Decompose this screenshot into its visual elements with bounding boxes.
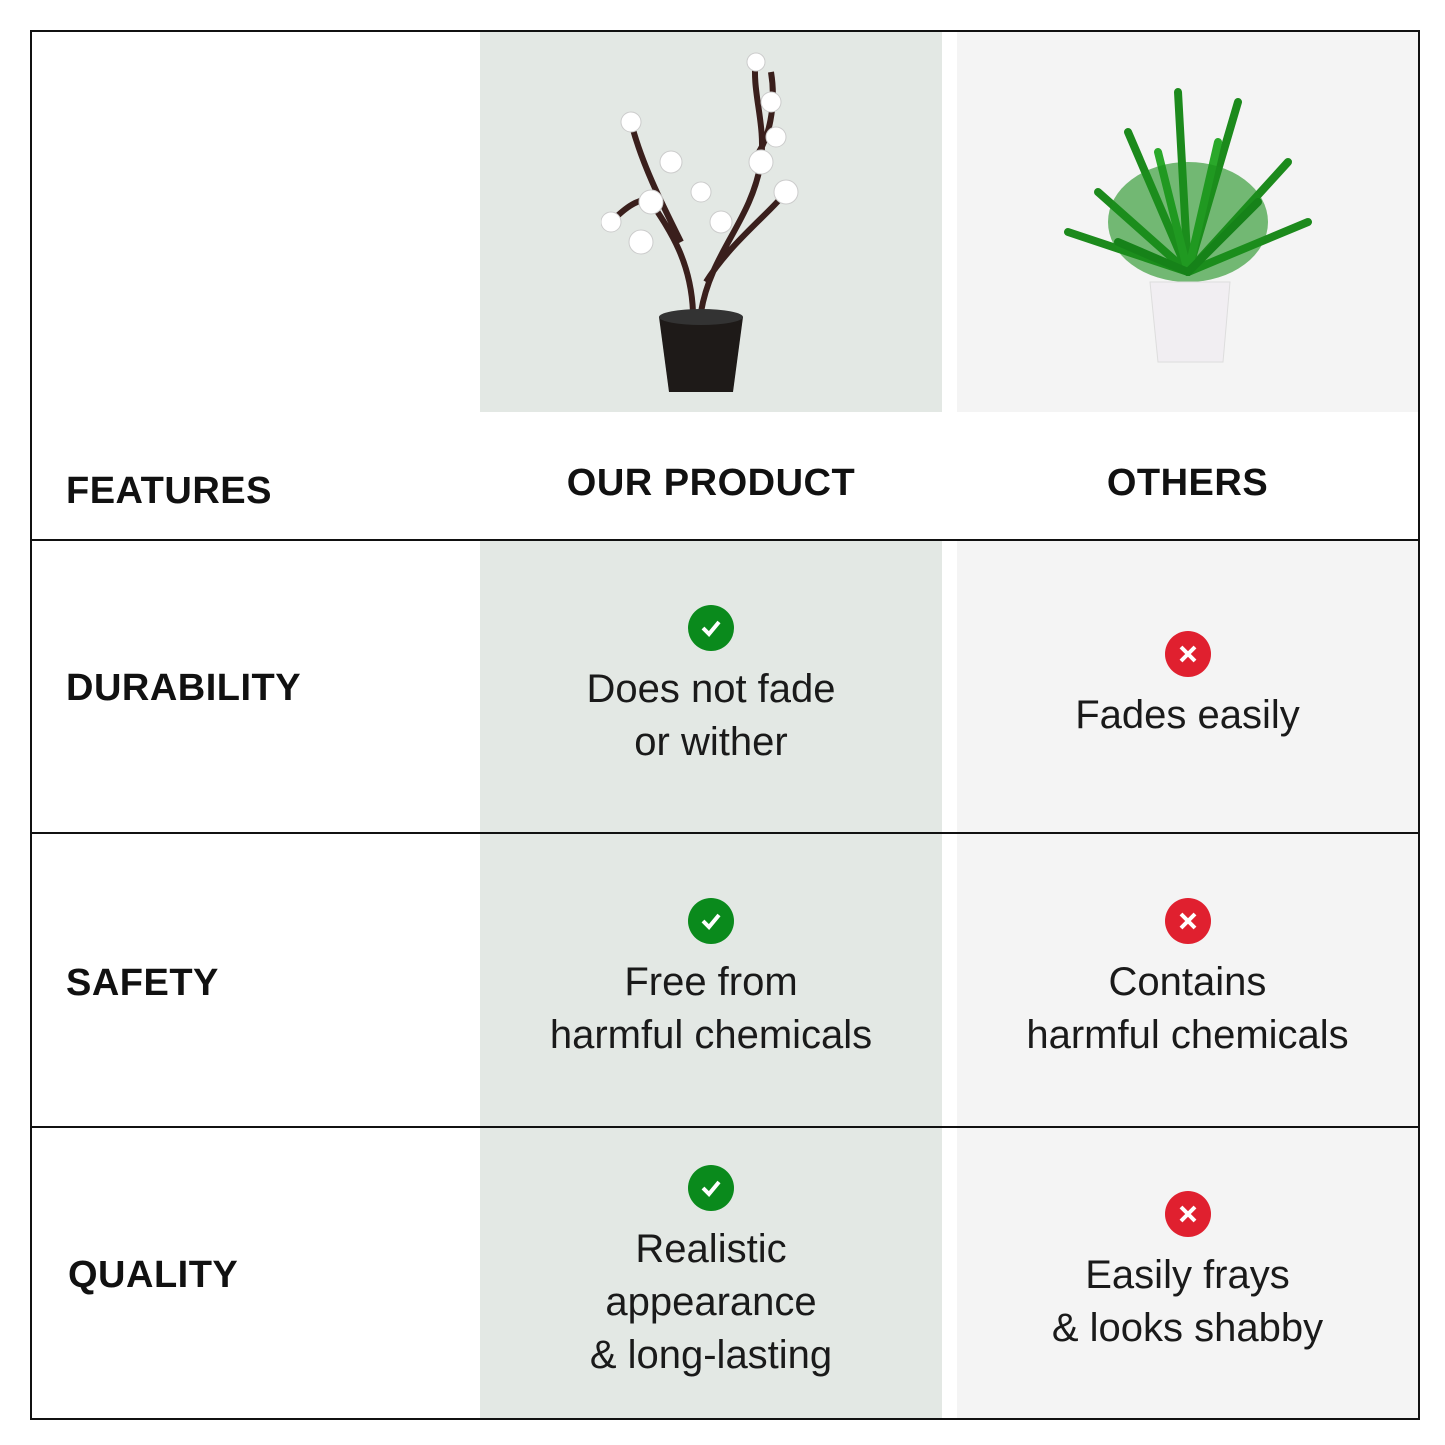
cross-icon xyxy=(1164,898,1211,944)
check-icon xyxy=(688,1164,734,1211)
others-safety-text: Contains harmful chemicals xyxy=(1026,960,1349,1057)
cross-icon xyxy=(1164,1191,1211,1237)
our-quality-cell: Realistic appearance & long-lasting xyxy=(480,1128,942,1418)
others-quality-text: Easily frays & looks shabby xyxy=(1051,1253,1324,1350)
blossom-plant-image xyxy=(480,32,942,412)
feature-durability: DURABILITY xyxy=(66,667,302,709)
our-product-heading: OUR PRODUCT xyxy=(566,462,856,504)
feature-safety: SAFETY xyxy=(66,962,219,1004)
others-safety-cell: Contains harmful chemicals xyxy=(957,834,1418,1126)
our-durability-cell: Does not fade or wither xyxy=(480,541,942,832)
feature-quality: QUALITY xyxy=(68,1254,239,1296)
our-quality-text: Realistic appearance & long-lasting xyxy=(589,1226,833,1377)
row-divider xyxy=(32,1126,1418,1128)
check-icon xyxy=(688,604,734,651)
row-divider xyxy=(32,832,1418,834)
others-quality-cell: Easily frays & looks shabby xyxy=(957,1128,1418,1418)
check-icon xyxy=(688,898,734,944)
our-safety-text: Free from harmful chemicals xyxy=(549,960,873,1057)
green-plant-image xyxy=(957,32,1418,412)
others-durability-text: Fades easily xyxy=(1075,693,1300,737)
others-durability-cell: Fades easily xyxy=(957,541,1418,832)
cross-icon xyxy=(1164,631,1211,677)
our-durability-text: Does not fade or wither xyxy=(586,666,836,764)
others-heading: OTHERS xyxy=(1106,462,1269,504)
row-divider xyxy=(32,539,1418,541)
our-safety-cell: Free from harmful chemicals xyxy=(480,834,942,1126)
features-heading: FEATURES xyxy=(66,470,272,512)
header-label-band xyxy=(32,412,1418,540)
comparison-table: FEATURES OUR PRODUCT OTHERS DURABILITY D… xyxy=(30,30,1420,1420)
